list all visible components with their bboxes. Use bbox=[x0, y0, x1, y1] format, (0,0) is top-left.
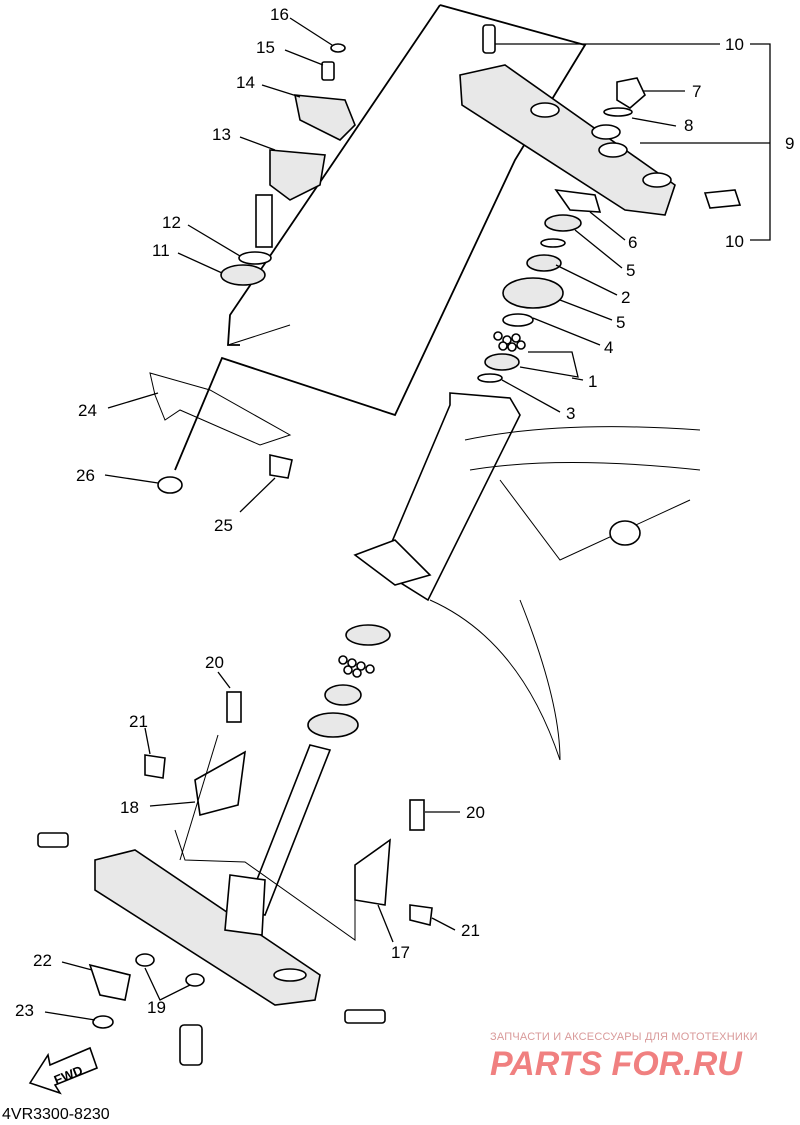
callout-14: 14 bbox=[236, 73, 255, 92]
callout-15: 15 bbox=[256, 38, 275, 57]
upper-handlebar-holder bbox=[220, 43, 356, 286]
steering-bearing-stack bbox=[477, 188, 602, 383]
callout-2: 2 bbox=[621, 288, 630, 307]
callout-21-right: 21 bbox=[461, 921, 480, 940]
callout-16: 16 bbox=[270, 5, 289, 24]
upper-bracket bbox=[459, 24, 742, 216]
assembly-outline bbox=[174, 4, 587, 471]
callout-4: 4 bbox=[604, 338, 613, 357]
wire-holder bbox=[149, 372, 293, 494]
callout-20-right: 20 bbox=[466, 803, 485, 822]
lower-bearings bbox=[307, 624, 391, 738]
callout-11: 11 bbox=[152, 241, 170, 260]
callout-21-left: 21 bbox=[129, 712, 148, 731]
frame-head-pipe bbox=[353, 392, 701, 761]
callout-8: 8 bbox=[684, 116, 693, 135]
leader-lines bbox=[44, 17, 771, 1021]
forward-arrow-icon: FWD bbox=[28, 1046, 99, 1095]
callout-12: 12 bbox=[162, 213, 181, 232]
callout-1: 1 bbox=[588, 372, 597, 391]
callout-labels: 16 15 14 13 12 11 10 7 8 9 6 10 5 2 5 4 … bbox=[15, 5, 794, 1020]
callout-10-bottom: 10 bbox=[725, 232, 744, 251]
callout-17: 17 bbox=[391, 943, 410, 962]
callout-18: 18 bbox=[120, 798, 139, 817]
callout-6: 6 bbox=[628, 233, 637, 252]
callout-9: 9 bbox=[785, 134, 794, 153]
ball-bearings-upper bbox=[493, 331, 526, 352]
callout-25: 25 bbox=[214, 516, 233, 535]
diagram-code: 4VR3300-8230 bbox=[2, 1106, 110, 1123]
callout-20-left: 20 bbox=[205, 653, 224, 672]
callout-10-top: 10 bbox=[725, 35, 744, 54]
callout-22: 22 bbox=[33, 951, 52, 970]
callout-19: 19 bbox=[147, 998, 166, 1017]
callout-26: 26 bbox=[76, 466, 95, 485]
under-bracket bbox=[37, 744, 386, 1066]
callout-5-lower: 5 bbox=[616, 313, 625, 332]
lower-clamps bbox=[88, 953, 205, 1029]
callout-24: 24 bbox=[78, 401, 97, 420]
callout-5-upper: 5 bbox=[626, 261, 635, 280]
ball-bearings-lower bbox=[338, 655, 375, 678]
callout-23: 23 bbox=[15, 1001, 34, 1020]
callout-7: 7 bbox=[692, 82, 701, 101]
callout-13: 13 bbox=[212, 125, 231, 144]
watermark-caption: ЗАПЧАСТИ И АКСЕССУАРЫ ДЛЯ МОТОТЕХНИКИ bbox=[490, 1031, 758, 1043]
callout-3: 3 bbox=[566, 404, 575, 423]
watermark-logo: PARTS FOR.RU bbox=[490, 1045, 742, 1083]
